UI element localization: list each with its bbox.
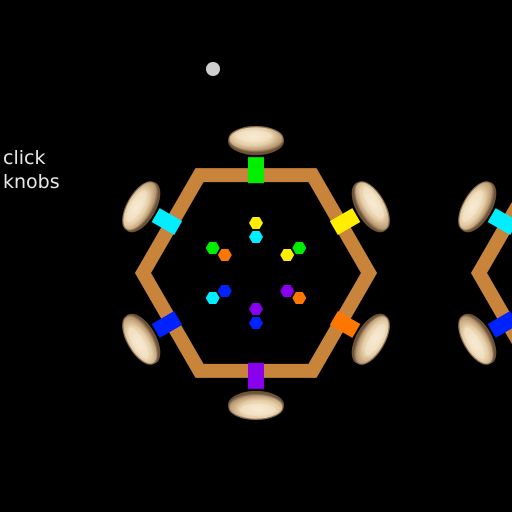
main-gem-4-0 bbox=[205, 291, 220, 305]
main-bar-0 bbox=[248, 157, 264, 184]
dot-indicator-icon bbox=[206, 62, 220, 76]
main-hex-frame bbox=[134, 168, 378, 378]
main-gem-3-1 bbox=[249, 302, 263, 316]
main-bar-2 bbox=[329, 311, 361, 338]
neighbor-bar-5 bbox=[487, 208, 512, 235]
main-bar-3 bbox=[248, 362, 264, 389]
main-gem-5-1 bbox=[217, 248, 232, 262]
neighbor-bar-4 bbox=[487, 311, 512, 338]
main-gem-2-1 bbox=[280, 284, 295, 298]
neighbor-knob-4[interactable] bbox=[451, 308, 504, 371]
instruction-text: click knobs bbox=[3, 147, 60, 193]
main-knob-2[interactable] bbox=[344, 308, 397, 371]
main-bar-5 bbox=[151, 208, 183, 235]
main-gem-1-1 bbox=[280, 248, 295, 262]
main-gem-1-0 bbox=[292, 241, 307, 255]
neighbor-knob-5[interactable] bbox=[451, 176, 504, 239]
main-gem-3-0 bbox=[249, 316, 263, 330]
main-bar-4 bbox=[151, 311, 183, 338]
main-knob-5[interactable] bbox=[115, 176, 168, 239]
main-knob-4[interactable] bbox=[115, 308, 168, 371]
main-knob-1[interactable] bbox=[344, 176, 397, 239]
main-knob-3[interactable] bbox=[228, 390, 284, 420]
main-bar-1 bbox=[329, 208, 361, 235]
main-gem-0-1 bbox=[249, 230, 263, 244]
hex-puzzle-main bbox=[115, 126, 397, 420]
main-gem-0-0 bbox=[249, 216, 263, 230]
hex-puzzle-neighbor bbox=[451, 176, 512, 371]
main-gem-5-0 bbox=[205, 241, 220, 255]
neighbor-hex-frame bbox=[470, 201, 512, 345]
main-gem-2-0 bbox=[292, 291, 307, 305]
main-gem-4-1 bbox=[217, 284, 232, 298]
main-knob-0[interactable] bbox=[228, 126, 284, 156]
